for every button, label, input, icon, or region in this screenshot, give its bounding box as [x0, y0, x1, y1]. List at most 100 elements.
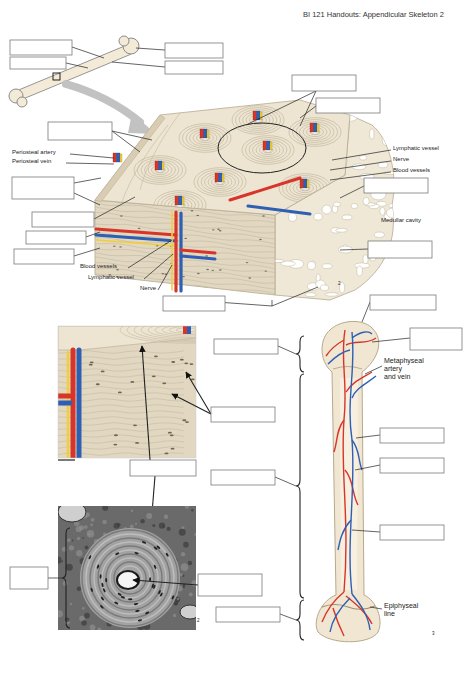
texture-grain: [66, 564, 73, 571]
marrow-space: [336, 228, 348, 232]
osteocyte: [118, 392, 122, 394]
blank-label-box: [211, 470, 275, 485]
marrow-space: [288, 213, 296, 221]
canal: [180, 605, 200, 619]
lacuna: [88, 555, 92, 560]
texture-grain: [84, 613, 90, 619]
osteocyte: [168, 432, 172, 434]
lacuna: [90, 587, 93, 592]
lamella-ring: [110, 558, 150, 598]
osteon-vessels: [300, 179, 309, 188]
leader-line: [278, 346, 296, 354]
curly-brace: [296, 374, 304, 598]
leader-line: [332, 150, 391, 160]
osteon-disc: [80, 528, 180, 628]
texture-grain: [131, 510, 133, 512]
artery-stub: [155, 161, 159, 170]
leader-line: [158, 265, 172, 290]
texture-grain: [189, 592, 193, 596]
texture-grain: [82, 607, 85, 610]
leader-line: [280, 614, 296, 620]
osteocyte: [197, 273, 200, 274]
osteocyte: [196, 215, 199, 216]
part-label: Lymphatic vessel: [393, 145, 439, 152]
osteon-ring: [165, 196, 196, 213]
osteocyte: [89, 364, 93, 366]
osteon-ring: [141, 160, 179, 181]
texture-grain: [191, 509, 193, 511]
blank-boxes: [10, 40, 462, 622]
vein-branch: [352, 594, 370, 630]
long-bone-thumbnail: [9, 36, 139, 107]
osteocyte: [114, 434, 118, 436]
micrograph-ground: [58, 506, 196, 630]
osteon-ring: [300, 123, 331, 140]
leader-line: [74, 178, 101, 183]
vein: [181, 256, 215, 259]
osteon-ring: [279, 174, 331, 203]
closeup-front: [58, 326, 196, 458]
osteocyte: [182, 419, 186, 421]
osteocyte: [212, 229, 215, 230]
leader-line: [352, 530, 380, 532]
marrow-space: [333, 202, 340, 207]
osteon-vessels: [175, 196, 184, 205]
osteocyte: [164, 453, 168, 455]
texture-grain: [191, 580, 198, 587]
osteon-ring: [290, 179, 321, 196]
vein-branch: [352, 376, 376, 398]
blank-label-box: [163, 296, 225, 311]
leader-line: [355, 465, 380, 470]
marrow-space: [345, 299, 353, 303]
texture-grain: [140, 519, 145, 524]
lamella-ring: [82, 530, 178, 626]
long-bone: [316, 321, 380, 641]
lacuna: [158, 590, 162, 595]
blank-label-box: [211, 407, 275, 422]
marrow-space: [386, 208, 401, 218]
texture-grain: [70, 603, 73, 606]
marrow-space: [322, 205, 331, 214]
texture-grain: [72, 540, 74, 542]
lacuna: [100, 605, 105, 610]
lacuna: [145, 611, 150, 615]
leader-line: [66, 163, 114, 164]
texture-grain: [159, 522, 165, 528]
osteon-ring: [190, 129, 221, 146]
osteocyte: [152, 375, 156, 377]
marrow-space: [351, 203, 358, 208]
leader-line: [142, 346, 150, 460]
osteon-ring: [246, 138, 291, 163]
leader-line: [330, 161, 391, 170]
marrow-space: [325, 293, 339, 297]
osteocyte: [191, 210, 194, 211]
texture-grain: [135, 523, 137, 525]
osteocyte: [246, 262, 249, 263]
figure-number: 3: [432, 631, 435, 636]
osteon-ring: [145, 161, 176, 178]
leader-line: [112, 131, 152, 140]
artery-branch: [343, 330, 346, 592]
vein: [248, 206, 310, 214]
artery-branch: [346, 338, 376, 345]
texture-grain: [84, 525, 88, 529]
leader-line: [86, 232, 100, 237]
blank-label-box: [364, 178, 428, 193]
vein-branch: [330, 598, 350, 632]
nerve-stub: [182, 197, 184, 205]
osteon-vessels: [155, 161, 164, 170]
leader-line: [356, 435, 380, 438]
lamella-ring: [118, 566, 142, 590]
texture-grain: [194, 533, 197, 536]
texture-grain: [185, 505, 189, 509]
osteocyte: [191, 378, 195, 380]
front-lamellae: [95, 203, 275, 308]
osteocyte: [264, 270, 267, 271]
part-label: Medullar cavity: [381, 217, 421, 224]
texture-grain: [183, 542, 189, 548]
vein-branch: [350, 332, 353, 594]
part-label: Blood vessels: [393, 167, 430, 174]
osteocyte: [90, 361, 94, 363]
texture-grain: [77, 586, 81, 590]
lacuna: [100, 596, 104, 601]
